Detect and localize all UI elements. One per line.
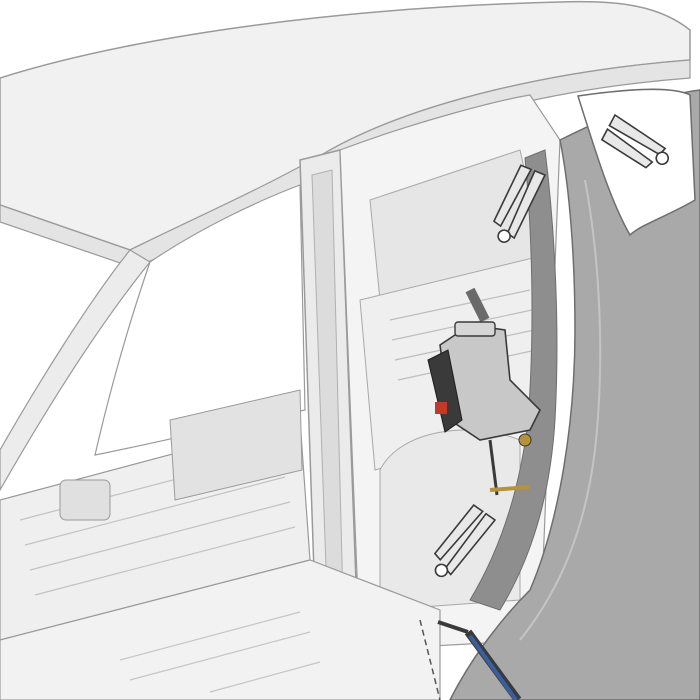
cutting-tool-icon bbox=[437, 620, 522, 700]
quarter-panel-flange bbox=[469, 149, 558, 611]
welder-electrode-tip bbox=[489, 485, 531, 492]
welder-electrode-arm bbox=[488, 439, 499, 496]
locking-pliers-icon bbox=[492, 164, 547, 243]
welder-red-tag bbox=[435, 402, 447, 414]
spot-welder-icon bbox=[427, 287, 541, 496]
locking-pliers-icon bbox=[600, 113, 670, 169]
welder-tip-cap bbox=[518, 433, 532, 447]
locking-pliers-icon bbox=[433, 504, 497, 578]
seat-mount-bracket bbox=[59, 479, 111, 521]
sectioning-cut-line bbox=[419, 619, 441, 700]
rocker-panel bbox=[0, 559, 441, 700]
seat-crossmember bbox=[169, 389, 303, 501]
rocker-ribs bbox=[119, 611, 321, 693]
welder-cable bbox=[465, 287, 490, 323]
a-pillar bbox=[0, 249, 151, 492]
welder-handle bbox=[454, 321, 496, 337]
quarter-panel-edge-highlight bbox=[519, 179, 602, 641]
